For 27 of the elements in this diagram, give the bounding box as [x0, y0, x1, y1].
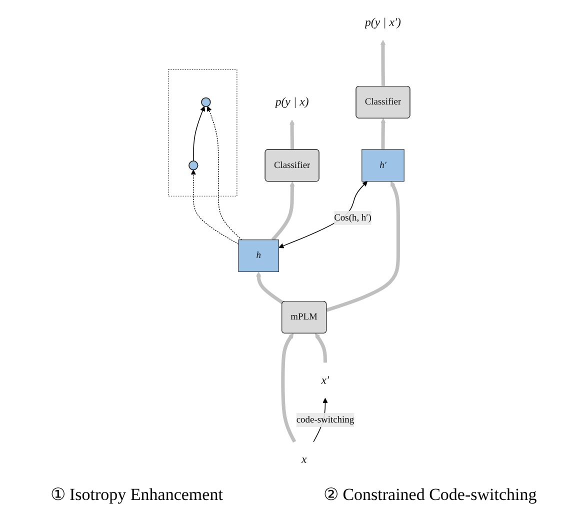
vector-box: h: [238, 240, 279, 272]
arrow: [271, 181, 295, 241]
arrow: [193, 106, 206, 162]
arrow: [190, 170, 239, 244]
section-caption: ② Constrained Code-switching: [323, 484, 537, 505]
math-label: p(y | x′): [365, 16, 401, 29]
arrow: [315, 333, 327, 363]
vector-box: h′: [362, 149, 404, 182]
math-label: p(y | x): [275, 96, 309, 109]
arrow: [281, 333, 296, 443]
arrow: [380, 40, 386, 87]
process-box: mPLM: [282, 300, 327, 334]
arrow: [289, 120, 295, 150]
group-frame: [168, 69, 238, 196]
process-box: Classifier: [356, 86, 410, 118]
arrow: [256, 271, 284, 304]
arrow: [206, 106, 242, 240]
math-label: x′: [321, 374, 330, 387]
sphere-circle: [188, 160, 198, 170]
sphere-circle: [201, 97, 211, 108]
process-box: Classifier: [264, 149, 320, 182]
edge-label: code-switching: [296, 412, 354, 428]
arrow: [326, 181, 400, 312]
section-caption: ① Isotropy Enhancement: [50, 484, 223, 505]
edge-label: Cos(h, h′): [334, 210, 372, 226]
math-label: x: [301, 453, 307, 466]
arrow: [380, 118, 386, 150]
